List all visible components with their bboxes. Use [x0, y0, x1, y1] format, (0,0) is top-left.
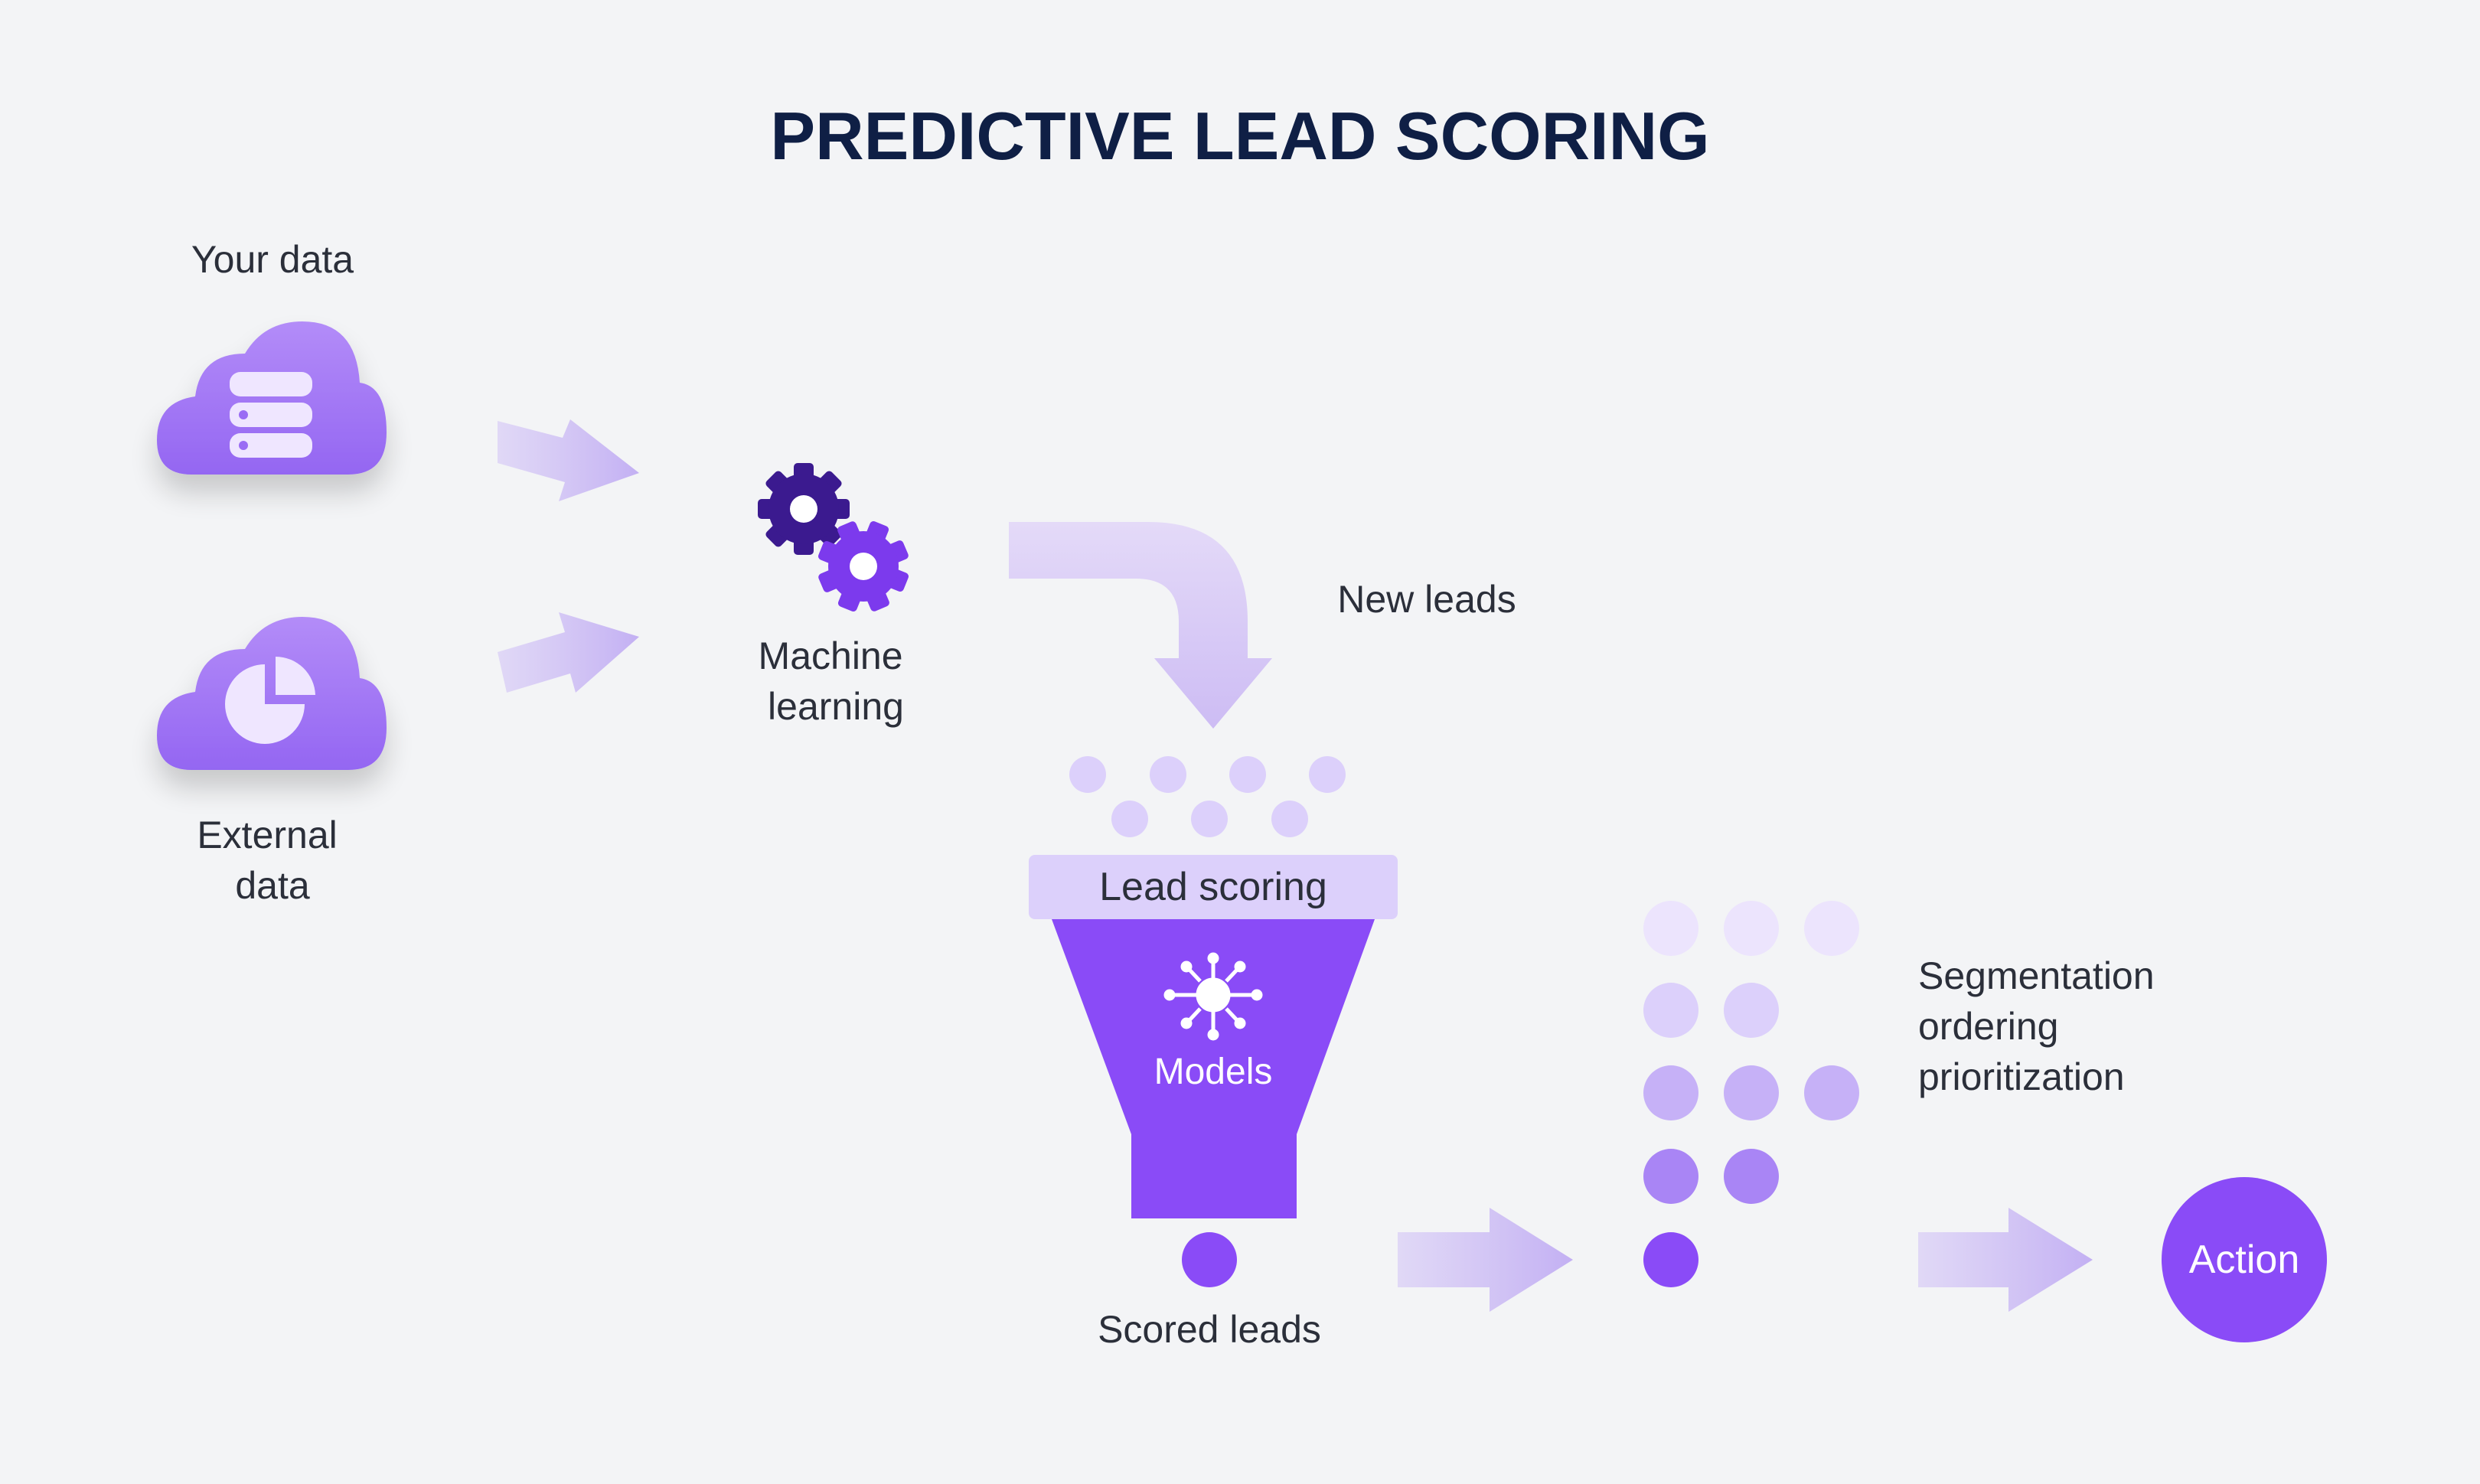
- funnel-body: [1052, 919, 1375, 1218]
- your-data-label: Your data: [191, 238, 354, 281]
- arrow-segmentation-to-action: [1918, 1208, 2093, 1312]
- action-label: Action: [2189, 1238, 2300, 1282]
- machine-learning-label: Machine learning: [759, 634, 914, 728]
- lead-scoring-label: Lead scoring: [1099, 865, 1327, 909]
- gears-icon: [758, 463, 909, 612]
- arrow-scored-to-segmentation: [1398, 1208, 1573, 1312]
- scored-lead-dot: [1182, 1232, 1237, 1287]
- network-cube-icon: [1163, 952, 1263, 1041]
- pie-chart-icon: [225, 657, 315, 744]
- database-icon: [230, 372, 312, 458]
- arrow-ml-to-scoring: [1009, 522, 1272, 729]
- page-title: PREDICTIVE LEAD SCORING: [770, 98, 1709, 174]
- models-label: Models: [1154, 1052, 1273, 1092]
- arrow-external-to-ml: [498, 612, 639, 693]
- action-circle: [2162, 1177, 2327, 1342]
- external-data-label: External data: [197, 814, 348, 907]
- scored-leads-label: Scored leads: [1098, 1308, 1321, 1351]
- your-data-cloud: [157, 321, 387, 475]
- segmentation-dots: [1643, 901, 1859, 1287]
- lead-scoring-header: [1029, 855, 1398, 919]
- external-data-cloud: [157, 617, 387, 770]
- arrow-your-data-to-ml: [498, 419, 639, 501]
- new-lead-dots: [1069, 756, 1346, 837]
- new-leads-label: New leads: [1337, 578, 1516, 621]
- segmentation-label: Segmentation ordering prioritization: [1918, 954, 2165, 1098]
